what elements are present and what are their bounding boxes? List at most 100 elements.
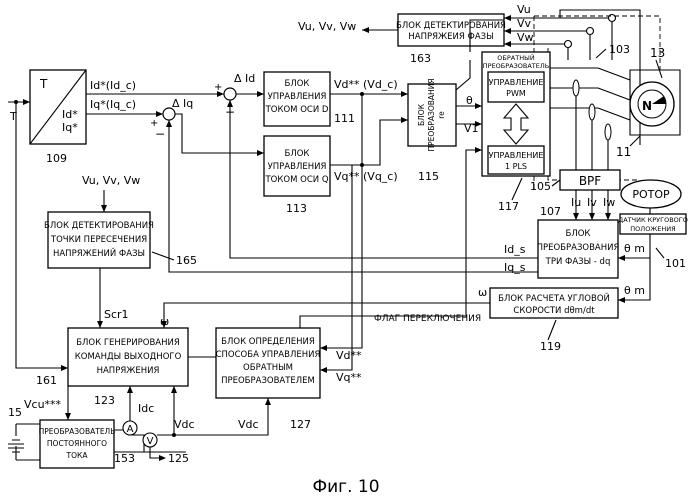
- ref-15: 15: [8, 406, 22, 419]
- ref-111: 111: [334, 112, 355, 125]
- block-107-line2: ПРЕОБРАЗОВАНИЯ: [537, 243, 620, 253]
- wire-vd-to-127: [320, 94, 362, 348]
- block-165: БЛОК ДЕТЕКТИРОВАНИЯ ТОЧКИ ПЕРЕСЕЧЕНИЯ НА…: [44, 212, 197, 268]
- wire-phase-upper: [560, 10, 640, 145]
- arrow-163-out: [362, 27, 369, 33]
- block-107-line1: БЛОК: [566, 229, 591, 239]
- block-119-line2: СКОРОСТИ dθm/dt: [513, 306, 595, 316]
- id-s-label: Id_s: [504, 243, 526, 256]
- id-cmd-label: Id*(Id_c): [90, 79, 136, 92]
- ref-105: 105: [530, 180, 551, 193]
- vdc-label-1: Vdc: [174, 418, 195, 431]
- ref-123: 123: [94, 394, 115, 407]
- current-sensors: [550, 68, 611, 170]
- idc-label: Idc: [138, 402, 154, 415]
- motor-13: N 13 11: [616, 46, 680, 159]
- block-119: БЛОК РАСЧЕТА УГЛОВОЙ СКОРОСТИ dθm/dt 119: [490, 288, 618, 353]
- sum-d-plus: +: [214, 82, 222, 93]
- block-107-line3: ТРИ ФАЗЫ - dq: [545, 257, 611, 267]
- vv-label: Vv: [517, 17, 532, 30]
- ref-119: 119: [540, 340, 561, 353]
- vu-label: Vu: [517, 3, 531, 16]
- voltmeter-label: V: [147, 436, 154, 447]
- iq-cmd-label: Iq*(Iq_c): [90, 98, 136, 111]
- theta-m-label-2: θ m: [624, 284, 645, 297]
- omega-label-2: ω: [160, 315, 169, 328]
- block-127-line3: ОБРАТНЫМ: [243, 363, 293, 373]
- vw-label: Vw: [517, 31, 534, 44]
- vd-label: Vd** (Vd_c): [334, 78, 398, 91]
- block-115-line1: БЛОК: [417, 103, 426, 126]
- block-15-line1: ПРЕОБРАЗОВАТЕЛЬ: [39, 427, 116, 436]
- ref-115: 115: [418, 170, 439, 183]
- block-165-line3: НАПРЯЖЕНИЙ ФАЗЫ: [53, 247, 145, 259]
- block-113-line2: УПРАВЛЕНИЯ: [268, 162, 327, 172]
- theta-label: θ: [466, 94, 473, 107]
- ref-165: 165: [176, 254, 197, 267]
- block-161-line2: КОМАНДЫ ВЫХОДНОГО: [75, 352, 182, 362]
- block-161-line3: НАПРЯЖЕНИЯ: [97, 366, 160, 376]
- delta-id-label: Δ Id: [234, 72, 255, 85]
- ref-161: 161: [36, 374, 57, 387]
- block-115: БЛОК ПРЕОБРАЗОВАНИЯ re 115: [408, 78, 456, 183]
- block-165-line2: ТОЧКИ ПЕРЕСЕЧЕНИЯ: [50, 235, 147, 245]
- block-161-line1: БЛОК ГЕНЕРИРОВАНИЯ: [76, 338, 180, 348]
- block-161: БЛОК ГЕНЕРИРОВАНИЯ КОМАНДЫ ВЫХОДНОГО НАП…: [36, 328, 188, 387]
- block-15-dc-converter: ПРЕОБРАЗОВАТЕЛЬ ПОСТОЯННОГО ТОКА 15: [8, 406, 115, 468]
- ref-117: 117: [498, 200, 519, 213]
- vcu-label: Vcu***: [24, 398, 62, 411]
- inverter-title-2: ПРЕОБРАЗОВАТЕЛЬ: [483, 62, 549, 70]
- scr1-label: Scr1: [104, 308, 129, 321]
- wire-delta-iq: [175, 114, 264, 153]
- omega-label-1: ω: [478, 286, 487, 299]
- ref-11: 11: [616, 145, 631, 159]
- ref-125: 125: [168, 452, 189, 465]
- block-163-line2: НАПРЯЖЕИЯ ФАЗЫ: [408, 32, 493, 42]
- vuvvvw-top-label: Vu, Vv, Vw: [298, 20, 356, 33]
- block-119-line1: БЛОК РАСЧЕТА УГЛОВОЙ: [498, 292, 610, 304]
- block-165-line1: БЛОК ДЕТЕКТИРОВАНИЯ: [44, 221, 154, 231]
- sum-q-minus: −: [155, 127, 165, 141]
- battery-icon: [8, 424, 40, 460]
- figure-caption: Фиг. 10: [312, 477, 379, 497]
- block-127-line4: ПРЕОБРАЗОВАТЕЛЕМ: [221, 376, 315, 386]
- block-115-line2: ПРЕОБРАЗОВАНИЯ: [427, 78, 436, 151]
- ref-113: 113: [286, 202, 307, 215]
- inverter-title-1: ОБРАТНЫЙ: [497, 53, 535, 62]
- ref-13: 13: [650, 46, 665, 60]
- block-163-line1: БЛОК ДЕТЕКТИРОВАНИЯ: [396, 21, 506, 31]
- theta-m-label-1: θ m: [624, 242, 645, 255]
- inverter-pls-1: УПРАВЛЕНИЕ: [489, 151, 544, 160]
- block-109-symbol: T: [39, 77, 48, 91]
- block-111-line1: БЛОК: [285, 79, 310, 89]
- inverter-pwm-1: УПРАВЛЕНИЕ: [489, 78, 544, 87]
- block-15-line3: ТОКА: [66, 451, 89, 460]
- vd2-label: Vd**: [336, 349, 362, 362]
- ref-107: 107: [540, 205, 561, 218]
- ref-109: 109: [46, 152, 67, 165]
- vuvvvw-left-label: Vu, Vv, Vw: [82, 174, 140, 187]
- vq2-label: Vq**: [336, 371, 362, 384]
- ref-103: 103: [609, 43, 630, 56]
- block-111-line2: УПРАВЛЕНИЯ: [268, 92, 327, 102]
- block-109: T Id* Iq* 109: [30, 70, 86, 165]
- block-127-line2: СПОСОБА УПРАВЛЕНИЯ: [216, 350, 321, 360]
- block-163-ref: 163: [410, 52, 431, 65]
- sensor-line2: ПОЛОЖЕНИЯ: [630, 225, 675, 233]
- block-115-line3: re: [437, 111, 446, 119]
- block-15-line2: ПОСТОЯННОГО: [47, 439, 107, 448]
- iu-label: Iu: [571, 196, 581, 209]
- delta-iq-label: Δ Iq: [172, 97, 193, 110]
- summer-d: [224, 88, 236, 100]
- rotor-label: РОТОР: [632, 188, 670, 201]
- motor-phase-lines: [598, 68, 630, 120]
- bpf-label: BPF: [579, 174, 601, 188]
- iv-label: Iv: [587, 196, 597, 209]
- wire-vq: [330, 120, 408, 165]
- ammeter-label: A: [127, 424, 134, 435]
- iw-label: Iw: [603, 196, 615, 209]
- rotor-sensor: РОТОР ДАТЧИК КРУГОВОГО ПОЛОЖЕНИЯ 101: [618, 180, 688, 270]
- sensor-line1: ДАТЧИК КРУГОВОГО: [618, 216, 688, 224]
- block-113-line1: БЛОК: [285, 149, 310, 159]
